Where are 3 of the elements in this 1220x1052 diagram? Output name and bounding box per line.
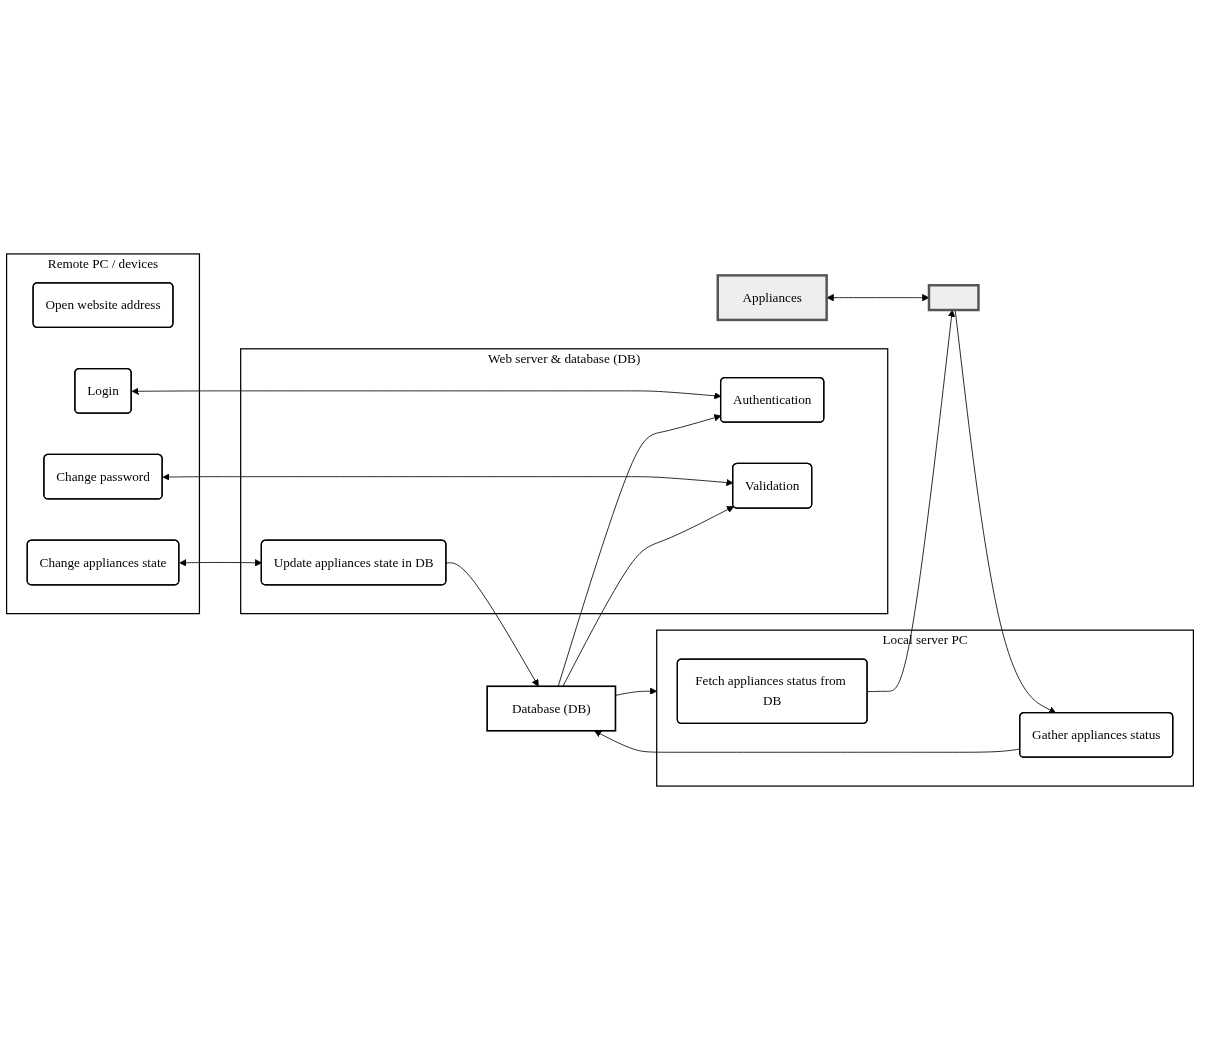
node-box: Appliances	[716, 274, 828, 322]
node-box: Database (DB)	[486, 685, 617, 732]
node-box	[927, 284, 980, 312]
